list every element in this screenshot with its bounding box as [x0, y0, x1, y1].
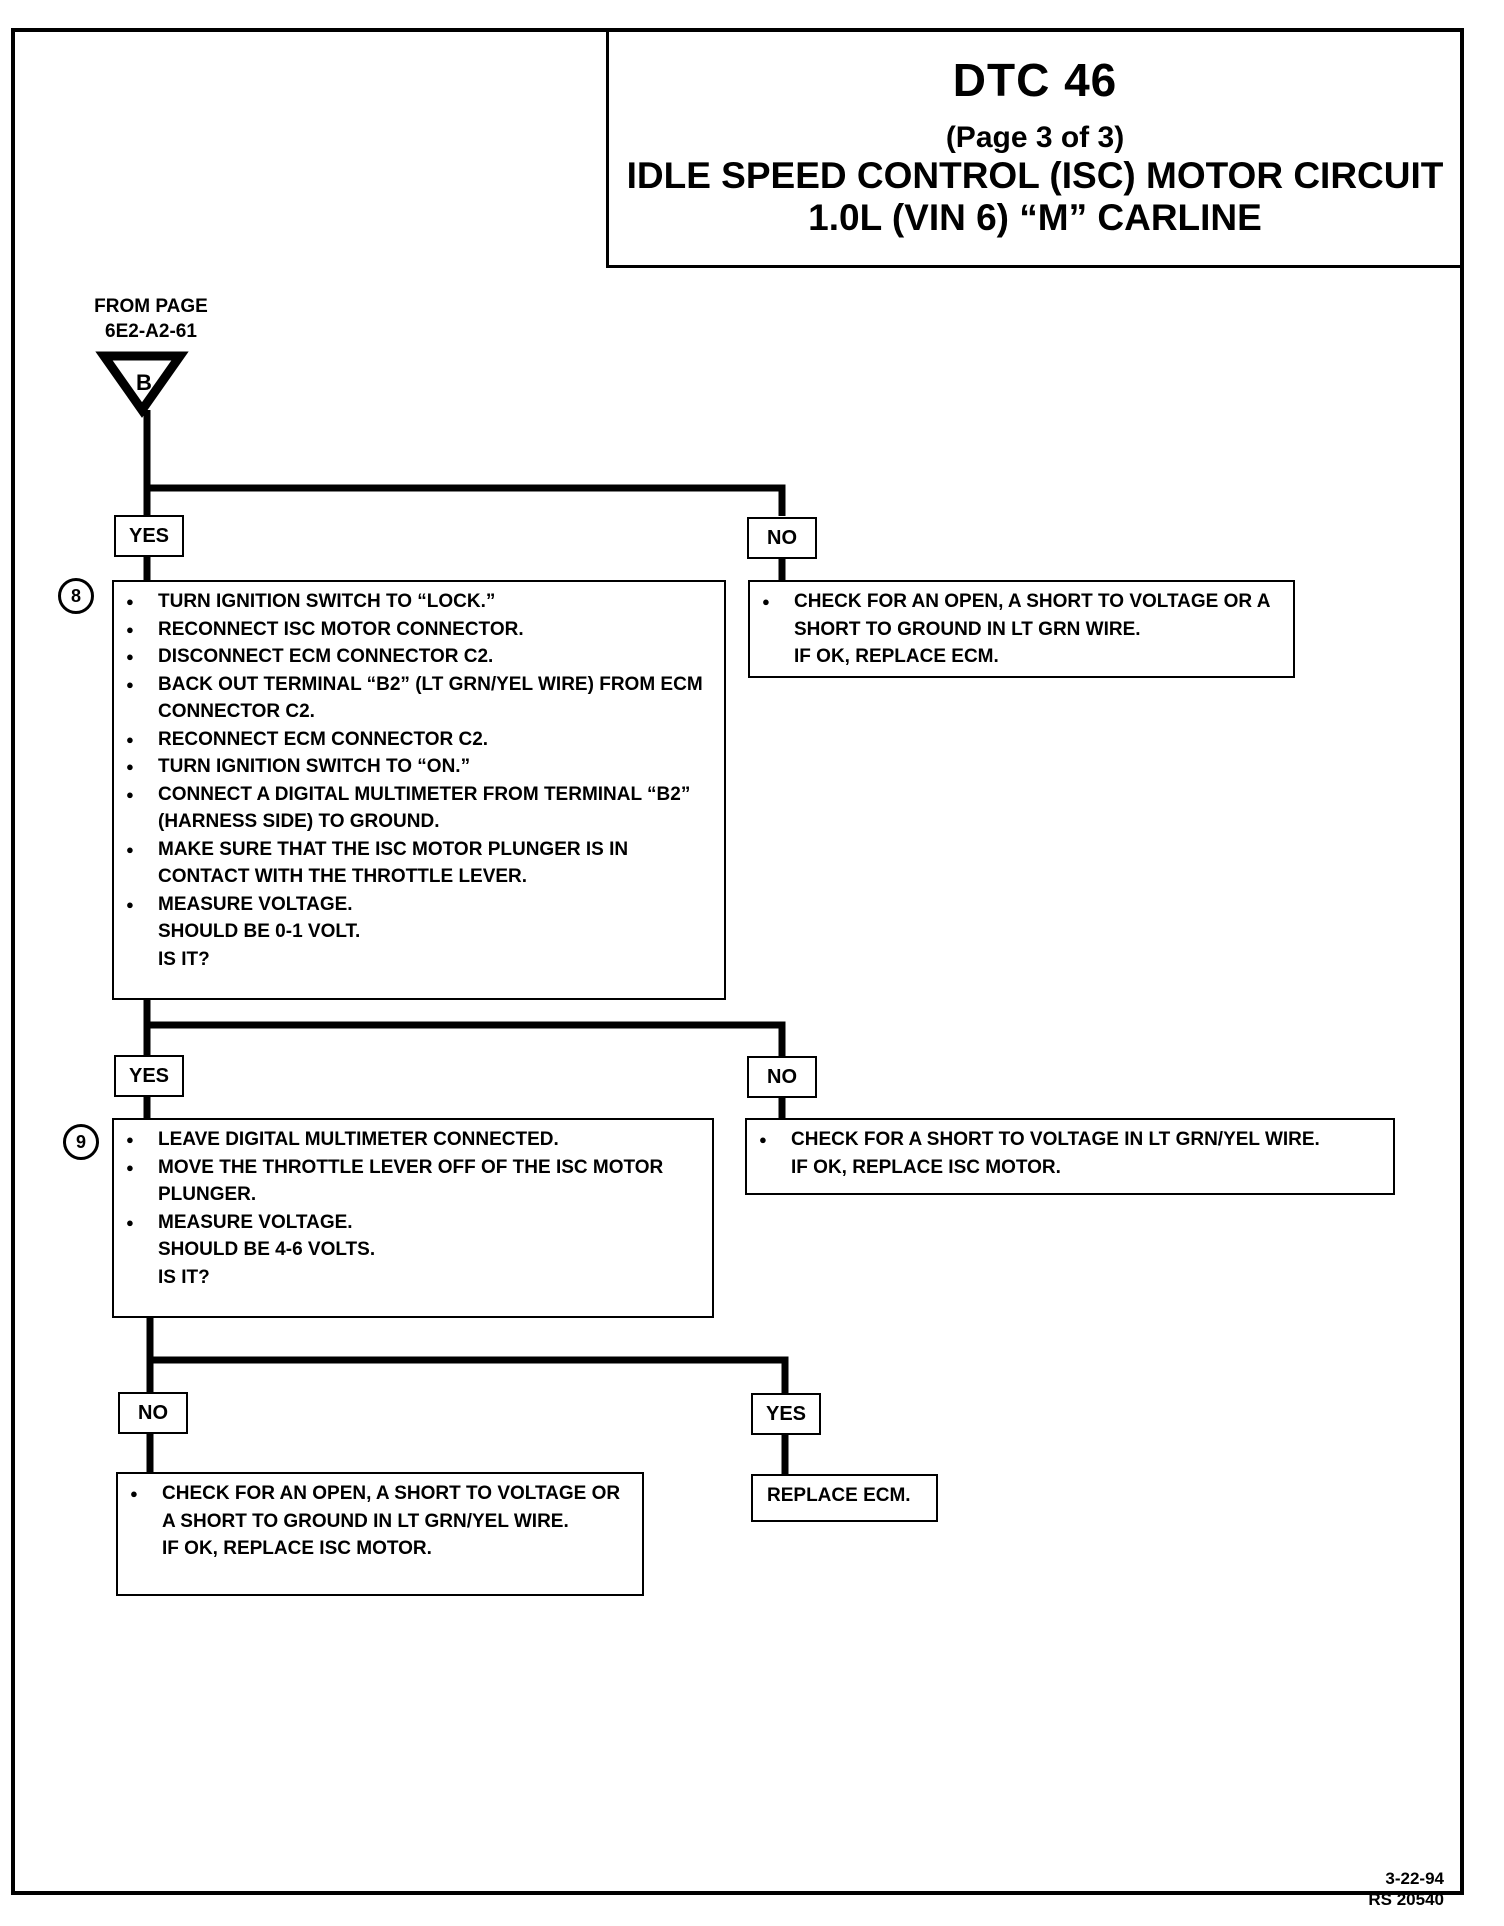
- step-8-question: IS IT?: [158, 948, 210, 970]
- step-8-item: MAKE SURE THAT THE ISC MOTOR PLUNGER IS …: [124, 836, 714, 891]
- footer-date: 3-22-94: [1385, 1869, 1444, 1888]
- yes-label-2: YES: [114, 1055, 184, 1097]
- yes-3-action: REPLACE ECM.: [767, 1485, 911, 1506]
- step-8-spec: SHOULD BE 0-1 VOLT.: [158, 921, 361, 942]
- yes-label-1: YES: [114, 515, 184, 557]
- no-label-1: NO: [747, 517, 817, 559]
- title-line-2: 1.0L (VIN 6) “M” CARLINE: [808, 197, 1262, 238]
- no-3-item: CHECK FOR AN OPEN, A SHORT TO VOLTAGE OR…: [128, 1480, 632, 1535]
- no-3-followup: IF OK, REPLACE ISC MOTOR.: [162, 1538, 432, 1559]
- step-9-item: LEAVE DIGITAL MULTIMETER CONNECTED.: [124, 1126, 702, 1154]
- yes-label-3: YES: [751, 1393, 821, 1435]
- no-3-result-box: CHECK FOR AN OPEN, A SHORT TO VOLTAGE OR…: [116, 1472, 644, 1596]
- page-indicator: (Page 3 of 3): [945, 121, 1125, 154]
- step-8-item: RECONNECT ECM CONNECTOR C2.: [124, 726, 714, 754]
- no-2-result-box: CHECK FOR A SHORT TO VOLTAGE IN LT GRN/Y…: [745, 1118, 1395, 1195]
- no-1-followup: IF OK, REPLACE ECM.: [794, 646, 999, 667]
- branch-1: [147, 484, 786, 516]
- step-8-item: RECONNECT ISC MOTOR CONNECTOR.: [124, 616, 714, 644]
- title-line-1: IDLE SPEED CONTROL (ISC) MOTOR CIRCUIT: [626, 155, 1444, 196]
- no-1-item: CHECK FOR AN OPEN, A SHORT TO VOLTAGE OR…: [760, 588, 1283, 643]
- from-page-label: FROM PAGE: [94, 296, 208, 317]
- step-8-item: BACK OUT TERMINAL “B2” (LT GRN/YEL WIRE)…: [124, 671, 714, 726]
- no-1-result-box: CHECK FOR AN OPEN, A SHORT TO VOLTAGE OR…: [748, 580, 1295, 678]
- step-number-9: 9: [63, 1124, 99, 1160]
- yes-3-result-box: REPLACE ECM.: [751, 1474, 938, 1522]
- branch-2: [143, 1000, 786, 1056]
- no-2-item: CHECK FOR A SHORT TO VOLTAGE IN LT GRN/Y…: [757, 1126, 1383, 1154]
- footer-reference: RS 20540: [1368, 1890, 1444, 1909]
- no-2-followup: IF OK, REPLACE ISC MOTOR.: [791, 1156, 1061, 1178]
- step-9-box: LEAVE DIGITAL MULTIMETER CONNECTED. MOVE…: [112, 1118, 714, 1318]
- step-9-item: MEASURE VOLTAGE.: [124, 1209, 702, 1237]
- step-9-item: MOVE THE THROTTLE LEVER OFF OF THE ISC M…: [124, 1154, 702, 1209]
- step-8-box: TURN IGNITION SWITCH TO “LOCK.” RECONNEC…: [112, 580, 726, 1000]
- dtc-code: DTC 46: [952, 54, 1118, 106]
- from-page-reference: FROM PAGE 6E2-A2-61: [86, 294, 216, 344]
- step-8-item: TURN IGNITION SWITCH TO “ON.”: [124, 753, 714, 781]
- from-page-number: 6E2-A2-61: [105, 321, 197, 342]
- step-8-item: CONNECT A DIGITAL MULTIMETER FROM TERMIN…: [124, 781, 714, 836]
- title-block: DTC 46 (Page 3 of 3) IDLE SPEED CONTROL …: [606, 28, 1464, 268]
- no-label-3: NO: [118, 1392, 188, 1434]
- step-8-item: MEASURE VOLTAGE.: [124, 891, 714, 919]
- step-number-8: 8: [58, 578, 94, 614]
- step-8-item: DISCONNECT ECM CONNECTOR C2.: [124, 643, 714, 671]
- off-page-connector-letter: B: [136, 370, 152, 395]
- step-9-spec: SHOULD BE 4-6 VOLTS.: [158, 1239, 376, 1260]
- step-9-question: IS IT?: [158, 1266, 210, 1288]
- step-8-item: TURN IGNITION SWITCH TO “LOCK.”: [124, 588, 714, 616]
- off-page-connector-triangle: [95, 351, 189, 418]
- branch-3: [146, 1318, 789, 1393]
- no-label-2: NO: [747, 1056, 817, 1098]
